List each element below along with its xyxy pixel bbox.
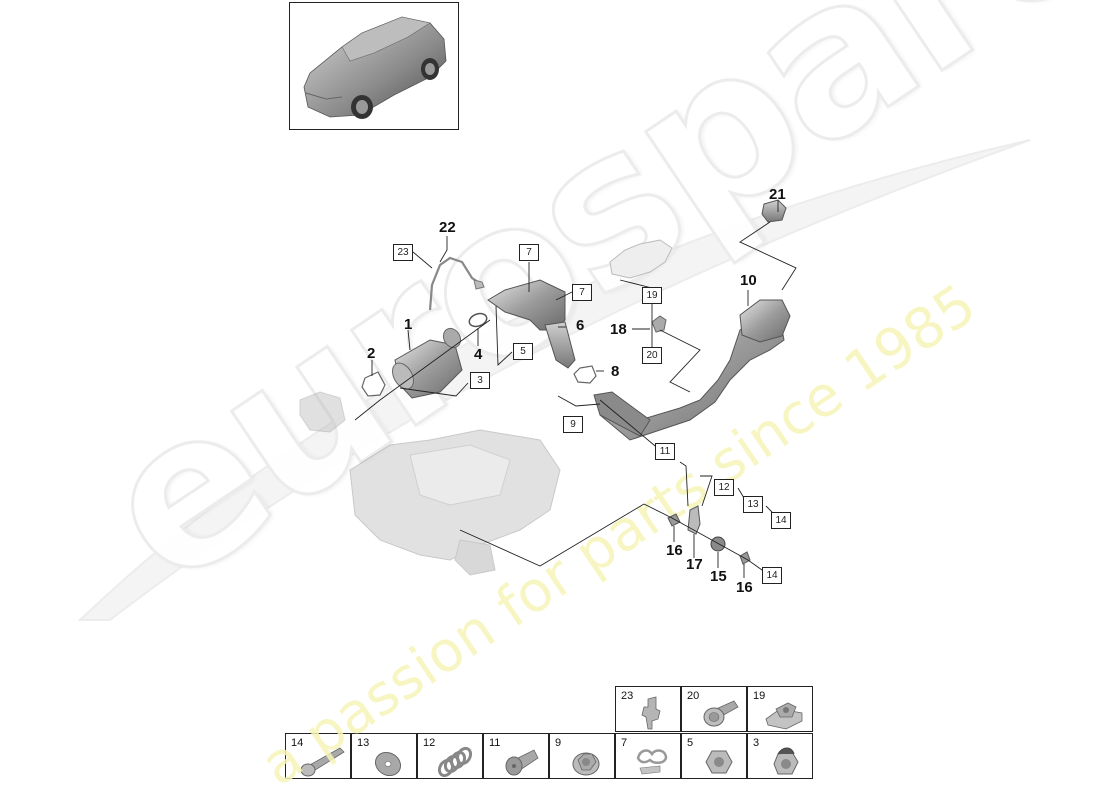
long-bolt-icon (300, 747, 345, 777)
callout-16-a: 16 (666, 542, 683, 559)
boxed-callout-14-b: 14 (762, 567, 782, 584)
boxed-callout-7-b: 7 (572, 284, 592, 301)
hex-nut-icon (705, 750, 733, 774)
callout-21: 21 (769, 186, 786, 203)
clip-fastener-icon (641, 696, 661, 730)
boxed-callout-14-a: 14 (771, 512, 791, 529)
callout-6: 6 (576, 317, 585, 334)
hardware-cell-23: 23 (615, 686, 681, 732)
boxed-callout-20: 20 (642, 347, 662, 364)
callout-15: 15 (710, 568, 727, 585)
cage-nut-icon (765, 702, 803, 730)
hardware-cell-11: 11 (483, 733, 549, 779)
vehicle-thumbnail (289, 2, 459, 130)
callout-4: 4 (474, 346, 483, 363)
callout-17: 17 (686, 556, 703, 573)
boxed-callout-19: 19 (642, 287, 662, 304)
spring-icon (437, 746, 473, 778)
washer-icon (374, 751, 402, 777)
hardware-cell-19: 19 (747, 686, 813, 732)
hardware-cell-7: 7 (615, 733, 681, 779)
hardware-cell-14: 14 (285, 733, 351, 779)
boxed-callout-13: 13 (743, 496, 763, 513)
callout-18: 18 (610, 321, 627, 338)
flange-bolt-icon (703, 700, 739, 727)
callout-1: 1 (404, 316, 413, 333)
callout-2: 2 (367, 345, 376, 362)
hardware-cell-20: 20 (681, 686, 747, 732)
hardware-cell-12: 12 (417, 733, 483, 779)
boxed-callout-7-a: 7 (519, 244, 539, 261)
lock-nut-icon (773, 747, 799, 775)
hex-flange-nut-icon (572, 752, 600, 776)
callout-8: 8 (611, 363, 620, 380)
hardware-cell-5: 5 (681, 733, 747, 779)
boxed-callout-3: 3 (470, 372, 490, 389)
callout-10: 10 (740, 272, 757, 289)
callout-22: 22 (439, 219, 456, 236)
hardware-cell-3: 3 (747, 733, 813, 779)
boxed-callout-5: 5 (513, 343, 533, 360)
boxed-callout-9: 9 (563, 416, 583, 433)
boxed-callout-23: 23 (393, 244, 413, 261)
boxed-callout-12: 12 (714, 479, 734, 496)
hardware-cell-13: 13 (351, 733, 417, 779)
transmission-ghost (299, 391, 561, 576)
callout-16-b: 16 (736, 579, 753, 596)
suv-car-icon (303, 16, 447, 119)
boxed-callout-11: 11 (655, 443, 675, 460)
hardware-cell-9: 9 (549, 733, 615, 779)
sleeve-bolt-icon (505, 749, 539, 776)
spring-clip-icon (636, 749, 668, 775)
